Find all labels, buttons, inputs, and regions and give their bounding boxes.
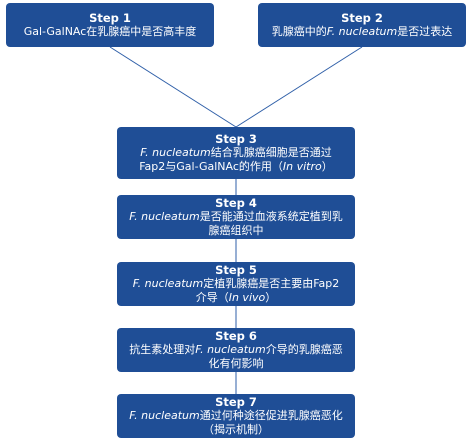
step-3-text-line: Fap2与Gal-GalNAc的作用（In vitro） — [139, 160, 333, 174]
step-5-title: Step 5 — [215, 263, 257, 277]
step-2-title: Step 2 — [341, 11, 383, 25]
step-1-title: Step 1 — [89, 11, 131, 25]
step-3-text-line: F. nucleatum结合乳腺癌细胞是否通过 — [139, 146, 333, 160]
text-run: 结合乳腺癌细胞是否通过 — [210, 146, 332, 159]
italic-term: F. nucleatum — [132, 277, 204, 290]
step-4-text-line: F. nucleatum是否能通过血液系统定植到乳 — [129, 210, 342, 224]
text-run: 通过何种途径促进乳腺癌恶化 — [199, 409, 343, 422]
italic-term: In vivo — [228, 291, 266, 304]
text-run: 介导的乳腺癌恶 — [265, 343, 343, 356]
text-run: Fap2与Gal-GalNAc的作用（ — [139, 160, 283, 173]
step-6-text-line: 抗生素处理对F. nucleatum介导的乳腺癌恶 — [129, 343, 342, 357]
text-run: 是否能通过血液系统定植到乳 — [199, 210, 343, 223]
step-1-box: Step 1 Gal-GalNAc在乳腺癌中是否高丰度 — [6, 3, 214, 47]
italic-term: F. nucleatum — [129, 409, 200, 422]
step-4-title: Step 4 — [215, 196, 257, 210]
step-5-text-line: 介导（In vivo） — [133, 291, 340, 305]
step-4-box: Step 4 F. nucleatum是否能通过血液系统定植到乳腺癌组织中 — [117, 195, 355, 239]
step-7-title: Step 7 — [215, 395, 257, 409]
connector-step1-to-step3 — [109, 46, 237, 128]
text-run: 是否过表达 — [397, 25, 453, 38]
text-run: ） — [265, 291, 277, 304]
italic-term: F. nucleatum — [195, 343, 266, 356]
step-4-text-line: 腺癌组织中 — [129, 224, 342, 238]
step-7-box: Step 7 F. nucleatum通过何种途径促进乳腺癌恶化（揭示机制） — [117, 394, 355, 438]
italic-term: F. nucleatum — [326, 25, 398, 38]
step-5-text-line: F. nucleatum定植乳腺癌是否主要由Fap2 — [133, 277, 340, 291]
text-run: 介导（ — [195, 291, 229, 304]
step-7-text-line: （揭示机制） — [129, 423, 342, 437]
step-6-text: 抗生素处理对F. nucleatum介导的乳腺癌恶化有何影响 — [129, 343, 342, 371]
text-run: ） — [321, 160, 333, 173]
text-run: （揭示机制） — [203, 423, 269, 436]
step-6-box: Step 6 抗生素处理对F. nucleatum介导的乳腺癌恶化有何影响 — [117, 328, 355, 372]
step-7-text: F. nucleatum通过何种途径促进乳腺癌恶化（揭示机制） — [129, 409, 342, 437]
step-6-title: Step 6 — [215, 329, 257, 343]
step-2-text: 乳腺癌中的F. nucleatum是否过表达 — [272, 25, 452, 39]
connector-step2-to-step3 — [235, 46, 363, 128]
text-run: 腺癌组织中 — [208, 224, 264, 237]
step-4-text: F. nucleatum是否能通过血液系统定植到乳腺癌组织中 — [129, 210, 342, 238]
step-1-text: Gal-GalNAc在乳腺癌中是否高丰度 — [24, 25, 197, 39]
text-run: 定植乳腺癌是否主要由Fap2 — [203, 277, 340, 290]
text-run: Gal-GalNAc在乳腺癌中是否高丰度 — [23, 25, 197, 38]
italic-term: In vitro — [282, 160, 322, 173]
italic-term: F. nucleatum — [140, 146, 211, 159]
step-3-title: Step 3 — [215, 132, 257, 146]
text-run: 抗生素处理对 — [129, 343, 196, 356]
step-7-text-line: F. nucleatum通过何种途径促进乳腺癌恶化 — [129, 409, 342, 423]
step-1-text-line: Gal-GalNAc在乳腺癌中是否高丰度 — [24, 25, 197, 39]
step-2-box: Step 2 乳腺癌中的F. nucleatum是否过表达 — [258, 3, 466, 47]
text-run: 化有何影响 — [208, 357, 264, 370]
step-6-text-line: 化有何影响 — [129, 357, 342, 371]
step-2-text-line: 乳腺癌中的F. nucleatum是否过表达 — [272, 25, 452, 39]
text-run: 乳腺癌中的 — [271, 25, 327, 38]
italic-term: F. nucleatum — [129, 210, 200, 223]
